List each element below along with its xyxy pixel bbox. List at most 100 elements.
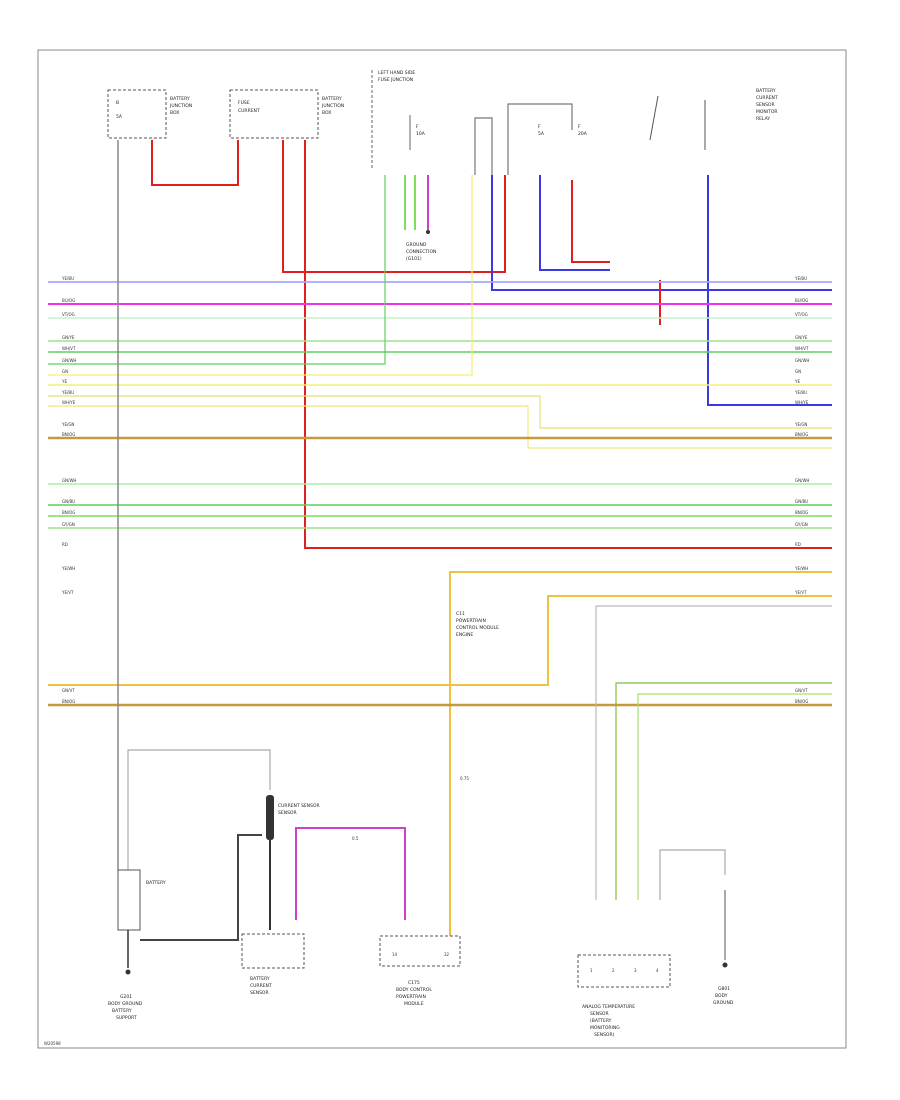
wire-label-left: YE/WH xyxy=(61,566,75,571)
wire-label-right: BU/OG xyxy=(795,298,808,303)
svg-text:BODY: BODY xyxy=(715,993,728,999)
wire-label-right: BN/OG xyxy=(795,510,808,515)
wire-label-left: BU/OG xyxy=(62,298,75,303)
svg-text:GROUND: GROUND xyxy=(406,242,427,248)
ground-connection-g101: GROUND CONNECTION (G101) xyxy=(406,230,436,262)
bus-connector-label: LEFT HAND SIDE FUSE JUNCTION xyxy=(371,70,415,170)
svg-text:CURRENT: CURRENT xyxy=(250,983,272,989)
svg-text:2: 2 xyxy=(612,968,615,973)
bus-wire-11 xyxy=(48,405,832,449)
wire-red-loop-top xyxy=(151,140,239,186)
svg-text:MONITOR: MONITOR xyxy=(756,109,778,115)
wire-label-right: RD xyxy=(795,542,801,547)
fuse-10a: F 10A xyxy=(409,115,426,150)
svg-text:5A: 5A xyxy=(116,114,123,120)
wire-yellow-left xyxy=(48,595,832,686)
wire-green-sensor-1 xyxy=(615,682,832,900)
wire-label-right: GN/VT xyxy=(795,688,808,693)
wire-label-left: BN/OG xyxy=(62,699,75,704)
svg-text:BATTERY: BATTERY xyxy=(756,88,776,94)
svg-text:BOX: BOX xyxy=(170,110,179,116)
svg-text:10A: 10A xyxy=(416,131,426,137)
battery-relay: BATTERY CURRENT SENSOR MONITOR RELAY xyxy=(649,88,778,150)
svg-text:5A: 5A xyxy=(538,131,545,137)
svg-text:JUNCTION: JUNCTION xyxy=(169,103,192,109)
wire-red-long xyxy=(304,140,832,549)
wire-gray-loop xyxy=(127,749,271,870)
wire-yellow-pcm xyxy=(449,571,832,940)
svg-text:1: 1 xyxy=(590,968,593,973)
wire-gauge-05: 0.5 xyxy=(352,836,359,841)
wire-label-right: YE/BU xyxy=(794,390,807,395)
wire-label-left: YE/BU xyxy=(61,390,74,395)
wire-black-ground xyxy=(140,834,262,941)
wire-label-right: GN/BU xyxy=(795,499,808,504)
svg-text:SENSOR: SENSOR xyxy=(278,810,297,816)
svg-text:B: B xyxy=(116,100,119,106)
wire-label-left: GN/VT xyxy=(62,688,75,693)
wire-label-left: GN/YE xyxy=(62,335,75,340)
battery-fuse-box: B 5A BATTERY JUNCTION BOX xyxy=(107,89,192,139)
current-sensor: CURRENT SENSOR SENSOR xyxy=(266,795,320,930)
wire-label-right: YE/WH xyxy=(794,566,808,571)
svg-text:F: F xyxy=(578,124,581,130)
bus-wire-7 xyxy=(48,175,386,365)
svg-text:G201: G201 xyxy=(120,994,132,1000)
bus-wire-8 xyxy=(48,175,473,376)
wire-label-left: GN/WH xyxy=(62,358,76,363)
svg-text:JUNCTION: JUNCTION xyxy=(321,103,344,109)
wire-label-left: WH/YE xyxy=(62,400,76,405)
wire-label-right: GN xyxy=(795,369,801,374)
svg-text:POWERTRAIN: POWERTRAIN xyxy=(456,618,486,624)
wire-label-left: YE/VT xyxy=(61,590,74,595)
ground-g801: G801 BODY GROUND xyxy=(713,890,734,1006)
wire-gray-module-top xyxy=(659,849,726,900)
svg-text:BATTERY: BATTERY xyxy=(250,976,270,982)
svg-text:POWERTRAIN: POWERTRAIN xyxy=(396,994,426,1000)
svg-text:CONTROL MODULE: CONTROL MODULE xyxy=(456,625,499,631)
wire-label-left: YE/GN xyxy=(61,422,74,427)
shunt-label: BATTERY CURRENT SENSOR xyxy=(241,933,305,996)
wire-label-right: GN/YE xyxy=(795,335,808,340)
wire-label-left: BN/OG xyxy=(62,510,75,515)
svg-text:BODY CONTROL: BODY CONTROL xyxy=(396,987,432,993)
svg-text:C11: C11 xyxy=(456,611,465,617)
wire-gray-top-frame-2 xyxy=(507,103,573,175)
svg-text:CONNECTION: CONNECTION xyxy=(406,249,436,255)
wire-label-right: BN/OG xyxy=(795,432,808,437)
svg-text:FUSE JUNCTION: FUSE JUNCTION xyxy=(378,77,413,83)
fuse-20a: F 20A xyxy=(578,124,588,137)
lower-module: 1 2 3 4 ANALOG TEMPERATURE SENSOR (BATTE… xyxy=(577,954,671,1038)
wire-label-right: GN/WH xyxy=(795,358,809,363)
wire-blue-drop xyxy=(491,175,832,291)
svg-text:ANALOG TEMPERATURE: ANALOG TEMPERATURE xyxy=(582,1004,635,1010)
svg-text:SUPPORT: SUPPORT xyxy=(116,1015,137,1021)
svg-text:3: 3 xyxy=(634,968,637,973)
bus-wire-10 xyxy=(48,395,832,429)
svg-text:LEFT HAND SIDE: LEFT HAND SIDE xyxy=(378,70,415,76)
mid-connector-c11: C11 POWERTRAIN CONTROL MODULE ENGINE 0.7… xyxy=(456,611,499,781)
svg-text:32: 32 xyxy=(444,952,450,957)
diagram-frame xyxy=(37,49,847,1049)
svg-text:RELAY: RELAY xyxy=(756,116,770,122)
wire-label-right: GY/GN xyxy=(795,522,808,527)
svg-text:F: F xyxy=(416,124,419,130)
svg-text:CURRENT: CURRENT xyxy=(756,95,778,101)
wire-label-right: YE/GN xyxy=(794,422,807,427)
svg-text:CURRENT SENSOR: CURRENT SENSOR xyxy=(278,803,320,809)
battery: BATTERY xyxy=(117,869,166,975)
wire-red-right xyxy=(571,180,610,263)
pcm: 14 32 C175 BODY CONTROL POWERTRAIN MODUL… xyxy=(379,935,461,1007)
wire-label-left: GN xyxy=(62,369,68,374)
svg-text:FUSE: FUSE xyxy=(238,100,250,106)
wire-label-left: GN/BU xyxy=(62,499,75,504)
wire-label-left: BN/OG xyxy=(62,432,75,437)
svg-text:BODY GROUND: BODY GROUND xyxy=(108,1001,143,1007)
svg-text:20A: 20A xyxy=(578,131,588,137)
wire-label-left: YE/BU xyxy=(61,276,74,281)
svg-text:SENSOR): SENSOR) xyxy=(594,1032,615,1038)
wire-red-main xyxy=(282,140,506,273)
svg-text:ENGINE: ENGINE xyxy=(456,632,473,638)
wire-label-right: WH/YE xyxy=(795,400,809,405)
